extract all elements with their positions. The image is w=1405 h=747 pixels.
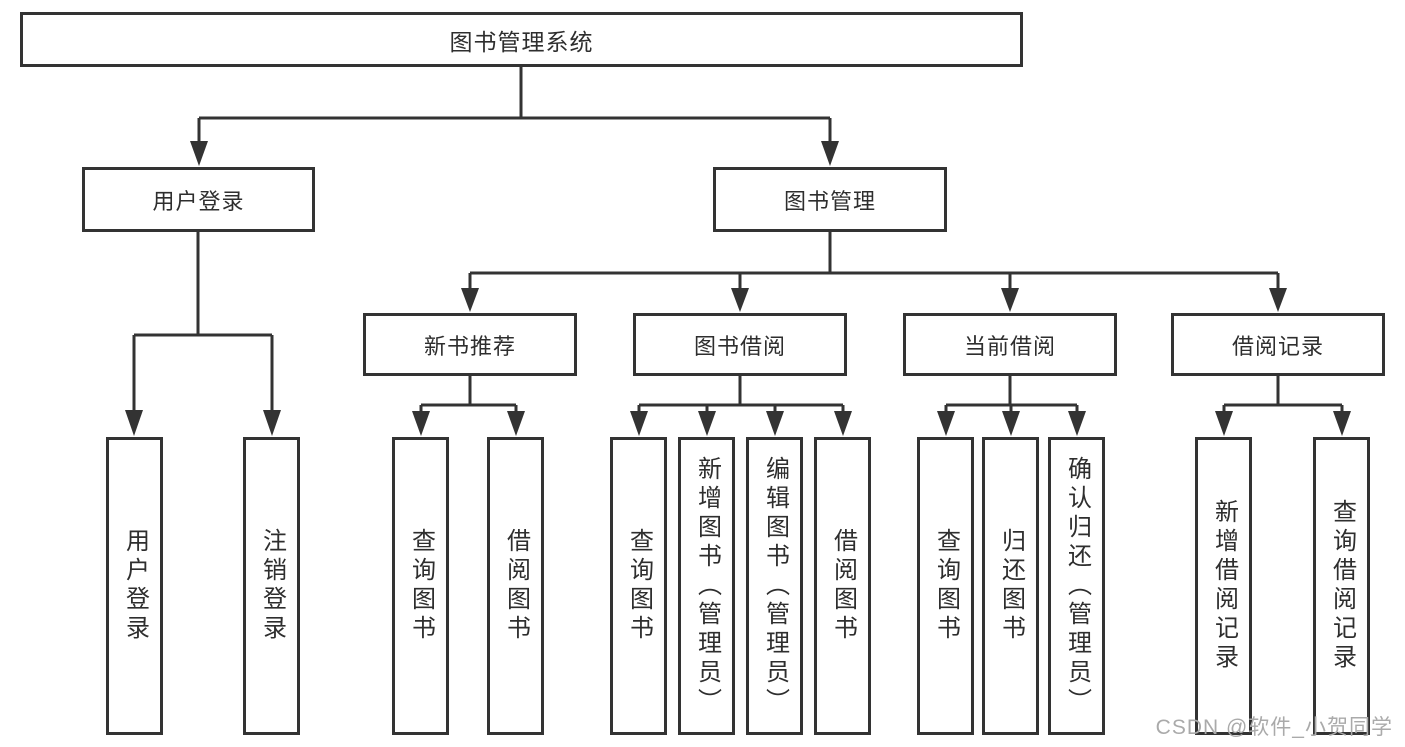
leaf-current-confirm-admin: 确认归还（管理员） (1048, 437, 1105, 735)
node-book-borrow: 图书借阅 (633, 313, 847, 376)
leaf-user-login: 用户登录 (106, 437, 163, 735)
node-new-books: 新书推荐 (363, 313, 577, 376)
node-root-system-label: 图书管理系统 (449, 28, 594, 55)
leaf-current-confirm-admin-label: 确认归还（管理员） (1063, 455, 1091, 717)
leaf-newbooks-query-label: 查询图书 (407, 528, 435, 644)
leaf-current-query-label: 查询图书 (932, 528, 960, 644)
node-new-books-label: 新书推荐 (423, 333, 516, 359)
connector-root-to-level2 (190, 67, 839, 166)
leaf-records-query: 查询借阅记录 (1313, 437, 1370, 735)
leaf-records-add: 新增借阅记录 (1195, 437, 1252, 735)
node-borrow-records-label: 借阅记录 (1231, 333, 1324, 359)
leaf-current-query: 查询图书 (917, 437, 974, 735)
leaf-logout-label: 注销登录 (258, 528, 286, 644)
node-user-login-label: 用户登录 (152, 188, 245, 214)
leaf-records-query-label: 查询借阅记录 (1328, 499, 1356, 673)
leaf-current-return-label: 归还图书 (997, 528, 1025, 644)
node-user-login: 用户登录 (82, 167, 315, 232)
leaf-records-add-label: 新增借阅记录 (1210, 499, 1238, 673)
csdn-watermark: CSDN @软件_小贺同学 (1155, 716, 1393, 739)
leaf-current-return: 归还图书 (982, 437, 1039, 735)
node-borrow-records: 借阅记录 (1171, 313, 1385, 376)
node-root-system: 图书管理系统 (20, 12, 1023, 67)
connector-book-borrow-to-leaves (630, 376, 852, 436)
leaf-borrow-edit-admin-label: 编辑图书（管理员） (761, 455, 789, 717)
leaf-borrow-add-admin-label: 新增图书（管理员） (693, 455, 721, 717)
leaf-borrow-book-label: 借阅图书 (829, 528, 857, 644)
connector-borrow-records-to-leaves (1215, 376, 1351, 436)
leaf-logout: 注销登录 (243, 437, 300, 735)
leaf-borrow-query-label: 查询图书 (625, 528, 653, 644)
node-current-borrow: 当前借阅 (903, 313, 1117, 376)
node-current-borrow-label: 当前借阅 (963, 333, 1056, 359)
node-book-borrow-label: 图书借阅 (693, 333, 786, 359)
connector-book-management-to-level3 (461, 232, 1287, 312)
leaf-user-login-label: 用户登录 (121, 528, 149, 644)
leaf-newbooks-query: 查询图书 (392, 437, 449, 735)
node-book-management-label: 图书管理 (783, 188, 876, 214)
leaf-borrow-add-admin: 新增图书（管理员） (678, 437, 735, 735)
leaf-borrow-edit-admin: 编辑图书（管理员） (746, 437, 803, 735)
leaf-newbooks-borrow: 借阅图书 (487, 437, 544, 735)
connector-new-books-to-leaves (412, 376, 525, 436)
leaf-borrow-query: 查询图书 (610, 437, 667, 735)
leaf-newbooks-borrow-label: 借阅图书 (502, 528, 530, 644)
connector-current-borrow-to-leaves (937, 376, 1086, 436)
connector-user-login-to-leaves (125, 232, 281, 436)
leaf-borrow-book: 借阅图书 (814, 437, 871, 735)
node-book-management: 图书管理 (713, 167, 947, 232)
